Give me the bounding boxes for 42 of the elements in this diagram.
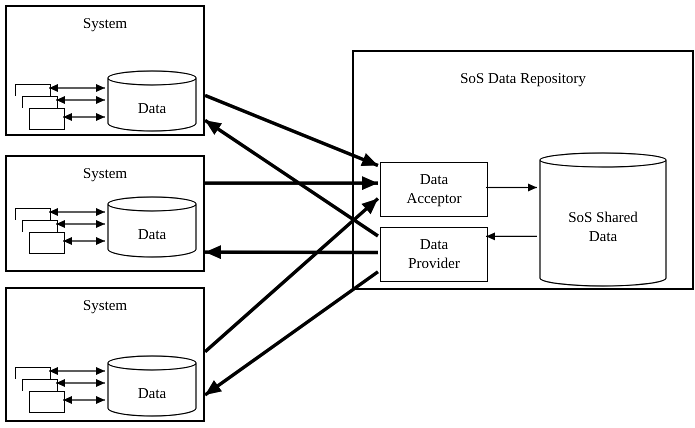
component-box xyxy=(29,108,65,130)
arrow xyxy=(56,379,105,387)
component-box xyxy=(22,96,58,108)
system-frame xyxy=(352,50,694,290)
data-flow-arrow xyxy=(205,245,378,260)
data-flow-arrow xyxy=(205,176,378,190)
process-box xyxy=(380,162,488,217)
system-frame xyxy=(5,287,205,422)
arrow xyxy=(49,208,105,216)
component-box xyxy=(15,208,51,220)
arrow xyxy=(56,220,105,228)
frame-title: System xyxy=(82,165,128,183)
component-box xyxy=(22,220,58,232)
process-label: Data Provider xyxy=(407,236,461,274)
database-label: SoS Shared Data xyxy=(567,208,639,246)
data-flow-arrow xyxy=(204,197,380,354)
component-box xyxy=(29,232,65,254)
frame-title: SoS Data Repository xyxy=(460,70,586,88)
database-label: Data xyxy=(136,226,168,244)
component-box xyxy=(29,391,65,413)
arrow xyxy=(49,367,105,375)
arrow xyxy=(486,232,537,240)
frame-title: System xyxy=(82,297,128,315)
component-box xyxy=(15,367,51,379)
system-frame xyxy=(5,155,205,272)
frame-title: System xyxy=(82,15,128,33)
data-flow-arrow xyxy=(204,94,379,168)
arrow xyxy=(63,113,105,121)
component-box xyxy=(15,84,51,96)
database-label: Data xyxy=(136,100,168,118)
system-frame xyxy=(5,5,205,136)
arrow xyxy=(56,96,105,104)
component-box xyxy=(22,379,58,391)
data-flow-arrow xyxy=(204,270,380,396)
data-flow-arrow xyxy=(204,118,379,238)
database-label: Data xyxy=(136,384,168,404)
arrow xyxy=(63,396,105,404)
arrow xyxy=(63,237,105,245)
arrow xyxy=(49,84,105,92)
process-box xyxy=(380,227,488,282)
process-label: Data Acceptor xyxy=(406,170,462,208)
arrow xyxy=(486,184,537,192)
